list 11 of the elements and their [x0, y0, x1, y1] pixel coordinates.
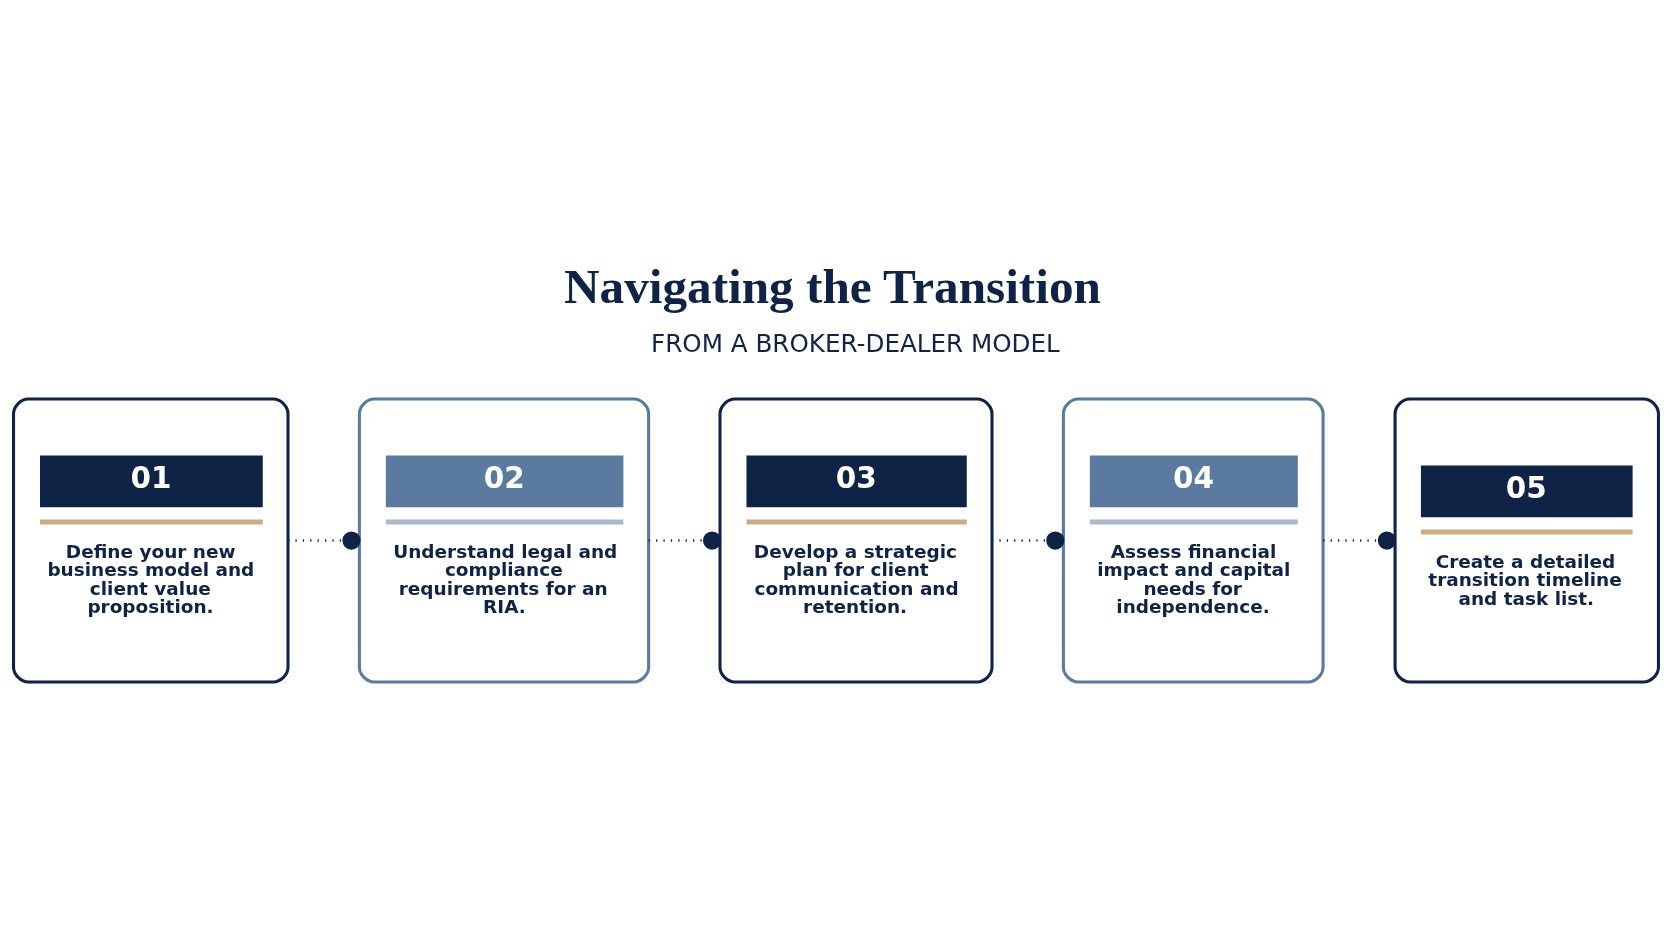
node-box: 04 Assess financial impact and capital needs for independence. [1061, 396, 1325, 684]
node-box: 05 Create a detailed transition timeline and task list. [1393, 396, 1660, 684]
label: FROM A BROKER-DEALER MODEL [651, 328, 1060, 358]
node-box: 02 Understand legal and compliance requirements for an RIA. [357, 396, 651, 684]
node-box: 01 Define your new business model and client value proposition. [12, 396, 290, 684]
diagram-title: Navigating the Transition [564, 258, 1101, 314]
connector [1323, 530, 1396, 550]
connector [648, 530, 722, 550]
connector [288, 530, 361, 550]
node-box: 03 Develop a strategic plan for client communication and retention. [718, 396, 994, 684]
connector [992, 530, 1065, 550]
